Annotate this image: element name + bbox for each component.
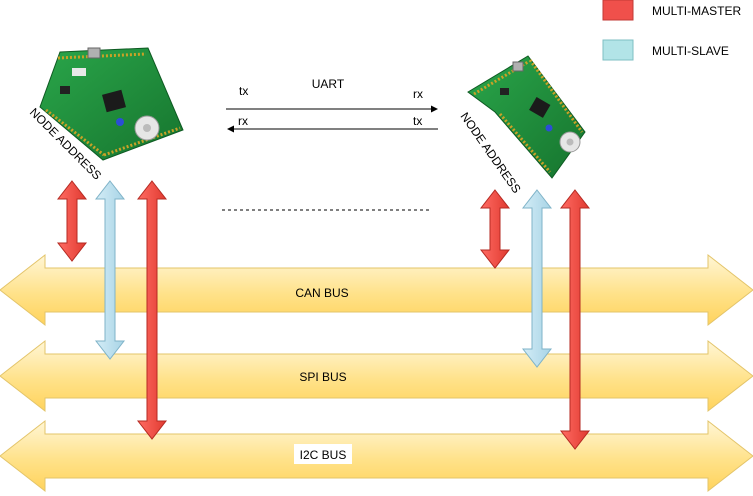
- uart-rx-right: rx: [413, 87, 423, 101]
- node-2-button: [546, 125, 553, 132]
- node-2-dial-center: [567, 139, 574, 146]
- node-1-can-arrow: [58, 181, 86, 261]
- node-2-pcb: [468, 56, 585, 178]
- node-1-button: [116, 118, 124, 126]
- uart-rx-left: rx: [238, 114, 248, 128]
- node-2-board: [468, 56, 585, 178]
- uart-arrowhead-right: [431, 106, 438, 113]
- i2c-bus-arrow: [0, 421, 753, 491]
- spi-bus-label: SPI BUS: [299, 370, 346, 384]
- node-1-usb: [88, 48, 100, 58]
- uart-tx-left: tx: [239, 84, 248, 98]
- i2c-bus: I2C BUS: [0, 421, 753, 491]
- legend: MULTI-MASTER MULTI-SLAVE: [603, 0, 741, 60]
- legend-label-slave: MULTI-SLAVE: [652, 44, 729, 58]
- node-2-i2c-arrow: [561, 190, 589, 449]
- uart-arrowhead-left: [227, 126, 234, 133]
- node-1-component: [72, 68, 86, 76]
- uart-link: UART tx rx rx tx: [222, 77, 438, 210]
- node-1-dial-center: [143, 124, 151, 132]
- uart-title: UART: [312, 77, 345, 91]
- node-2-can-arrow: [481, 190, 509, 268]
- node-1-chip-small: [60, 86, 70, 94]
- legend-swatch-slave: [603, 40, 633, 60]
- node-1-can-arrow-shape: [58, 181, 86, 261]
- node-2-chip-small: [500, 88, 509, 95]
- uart-tx-right: tx: [413, 114, 422, 128]
- can-bus-label: CAN BUS: [295, 286, 348, 300]
- legend-swatch-master: [603, 0, 633, 20]
- legend-label-master: MULTI-MASTER: [652, 4, 741, 18]
- i2c-bus-label: I2C BUS: [300, 448, 347, 462]
- node-2-can-arrow-shape: [481, 190, 509, 268]
- node-2-usb: [513, 62, 523, 71]
- node-2-i2c-arrow-shape: [561, 190, 589, 449]
